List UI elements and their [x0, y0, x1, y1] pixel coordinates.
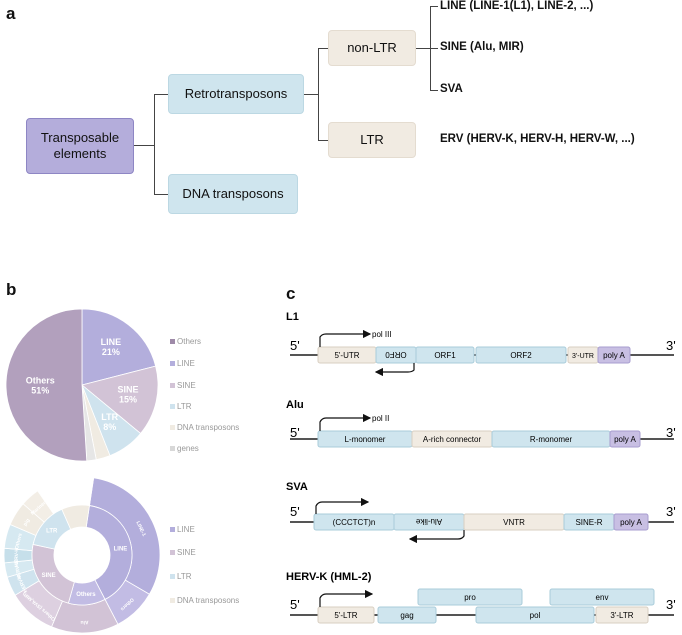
alu-rmono-label: R-monomer: [530, 435, 573, 444]
sva-antisense-arrow: [408, 530, 465, 544]
panel-a-label: a: [6, 4, 16, 23]
sva-three-prime: 3': [666, 504, 676, 519]
sva-vntr-label: VNTR: [503, 518, 525, 527]
alu-polya: [609, 430, 641, 448]
pie-slice-line: [81, 308, 157, 386]
alu-title: Alu: [286, 399, 304, 411]
alu-arich-label: A-rich connector: [423, 435, 482, 444]
sva-siner-label: SINE-R: [575, 518, 602, 527]
donut-outer-label: HERV-H: [14, 548, 20, 567]
alu-pol-arrow: [319, 413, 372, 431]
sine-leaf: SINE (Alu, MIR): [440, 41, 524, 53]
donut-inner-label: SINE: [42, 573, 56, 579]
l1-orf0-label: ORF0: [385, 350, 407, 359]
pie-legend-item: SINE: [170, 381, 196, 390]
herv-three-prime: 3': [666, 597, 676, 612]
l1-title: L1: [286, 311, 299, 323]
l1-orf1-label: ORF1: [434, 351, 456, 360]
sva-polya-label: poly A: [620, 518, 642, 527]
herv-gag: [377, 606, 437, 624]
donut-legend-item: DNA transposons: [170, 596, 239, 605]
donut-outer-label: Alu: [80, 619, 88, 625]
panel-b-label: b: [6, 280, 17, 299]
l1-5utr-label: 5'-UTR: [334, 351, 359, 360]
l1-five-prime: 5': [290, 338, 300, 353]
l1-orf1: [415, 346, 475, 364]
erv-leaf: ERV (HERV-K, HERV-H, HERV-W, ...): [440, 133, 635, 145]
herv-gag-label: gag: [400, 611, 413, 620]
alu-lmono-label: L-monomer: [345, 435, 386, 444]
donut-legend-item: LINE: [170, 525, 195, 534]
herv-five-prime: 5': [290, 597, 300, 612]
alu-polya-label: poly A: [614, 435, 636, 444]
non-ltr-box: non-LTR: [328, 30, 416, 66]
alu-five-prime: 5': [290, 425, 300, 440]
l1-polya: [597, 346, 631, 364]
donut-outer-label: HERV-W: [13, 559, 23, 580]
herv-pro-label: pro: [464, 593, 476, 602]
herv-env: [549, 588, 655, 606]
herv-pol: [475, 606, 595, 624]
l1-polya-label: poly A: [603, 351, 625, 360]
herv-sense-arrow: [319, 589, 374, 607]
l1-antisense-arrow: [374, 363, 415, 377]
sva-polya: [613, 513, 649, 531]
ltr-box: LTR: [328, 122, 416, 158]
pie-slice-sine: [81, 365, 159, 435]
herv-5ltr-label: 5'-LTR: [334, 611, 357, 620]
pie-legend-item: LTR: [170, 402, 192, 411]
sva-alulike-label: Alu-like: [415, 517, 442, 526]
pie-slice-others: [5, 308, 88, 462]
pie-legend-item: LINE: [170, 359, 195, 368]
te-box: Transposable elements: [26, 118, 134, 174]
sva-sense-arrow: [315, 497, 370, 514]
herv-env-label: env: [596, 593, 609, 602]
l1-orf2-label: ORF2: [510, 351, 532, 360]
herv-pol-label: pol: [530, 611, 541, 620]
pie-legend-item: genes: [170, 444, 199, 453]
donut-legend-item: LTR: [170, 572, 192, 581]
l1-pol-label: pol III: [372, 330, 392, 339]
alu-three-prime: 3': [666, 425, 676, 440]
pie-legend-item: Others: [170, 337, 201, 346]
structures-diagram: L1 5' 3' 5'-UTR ORF0 ORF1 ORF2 3'-UTR po…: [286, 311, 676, 624]
herv-title: HERV-K (HML-2): [286, 571, 372, 583]
retrotransposons-box: Retrotransposons: [168, 74, 304, 114]
sva-leaf: SVA: [440, 83, 463, 95]
line-leaf: LINE (LINE-1(L1), LINE-2, ...): [440, 0, 594, 12]
herv-3ltr: [595, 606, 649, 624]
donut-outer-label: pig: [22, 518, 31, 528]
sva-title: SVA: [286, 481, 308, 493]
donut-inner-label: LTR: [46, 528, 58, 534]
donut-inner-segment: [85, 505, 133, 600]
alu-pol-label: pol II: [372, 414, 389, 423]
donut-inner-label: Others: [76, 592, 96, 598]
herv-3ltr-label: 3'-LTR: [610, 611, 633, 620]
dna-transposons-box: DNA transposons: [168, 174, 298, 214]
sva-ccctct-label: (CCCTCT)n: [333, 518, 376, 527]
pie-legend-item: DNA transposons: [170, 423, 239, 432]
herv-pro: [417, 588, 523, 606]
l1-pol-arrow: [319, 329, 372, 347]
donut-legend-item: SINE: [170, 548, 196, 557]
donut-outer-label: Others: [14, 533, 24, 550]
l1-3utr-label: 3'-UTR: [572, 353, 594, 360]
l1-orf2: [475, 346, 567, 364]
donut-inner-label: LINE: [114, 547, 128, 553]
l1-three-prime: 3': [666, 338, 676, 353]
herv-5ltr: [317, 606, 375, 624]
panel-c-label: c: [286, 284, 296, 303]
donut-inner-segment: [61, 504, 90, 530]
sva-five-prime: 5': [290, 504, 300, 519]
